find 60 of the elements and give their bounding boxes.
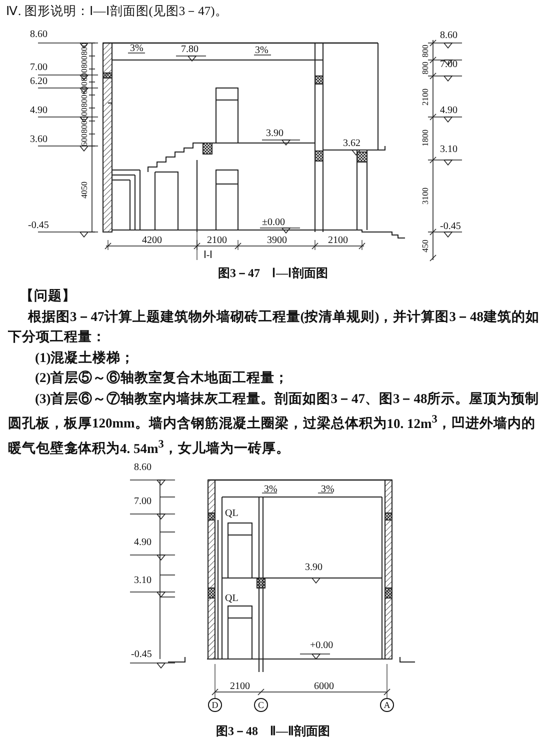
elevation-label: 8.60 [30, 30, 48, 40]
elevation-label: 7.00 [440, 60, 458, 70]
dimension-label: 2100 [420, 88, 430, 106]
slope-label: 3% [321, 485, 334, 495]
elevation-label: 3.10 [440, 145, 458, 155]
elevation-label: 3.90 [266, 129, 284, 139]
elevation-label: -0.45 [131, 650, 152, 660]
dimension-label: 4050 [80, 182, 88, 198]
slope-label: 3% [130, 44, 144, 54]
slope-label: 3% [264, 485, 278, 495]
elevation-label: 8.60 [134, 463, 152, 473]
elevation-label: 7.00 [30, 63, 48, 73]
dimension-label: 800 [80, 56, 88, 68]
section-mark: Ⅰ-Ⅰ [203, 251, 213, 261]
list-item: (1)混凝土楼梯； [34, 348, 136, 367]
dimension-label: 800 [80, 120, 88, 134]
dimension-label: 2100 [328, 236, 348, 246]
elevation-label: 3.10 [134, 576, 152, 586]
dimension-label: 800 [80, 68, 88, 82]
dimension-label: 450 [420, 240, 430, 252]
dimension-label: 6000 [314, 682, 334, 692]
axis-marker: A [380, 698, 394, 712]
elevation-label: +0.00 [310, 641, 334, 651]
elevation-label: 4.90 [30, 106, 48, 116]
elevation-label: 3.90 [305, 563, 322, 573]
dimension-label: 600 [80, 82, 88, 94]
axis-marker: C [254, 698, 268, 712]
elevation-label: 3.62 [343, 139, 360, 149]
dimension-label: 3900 [267, 236, 287, 246]
heading: Ⅳ. 图形说明：Ⅰ—Ⅰ剖面图(见图3－47)。 [6, 5, 228, 18]
dimension-label: 600 [80, 134, 88, 146]
dimension-label: 3100 [420, 188, 430, 204]
figure-caption: 图3－47 Ⅰ—Ⅰ剖面图 [218, 267, 328, 279]
dimension-label: 800 [420, 44, 430, 58]
elevation-label: -0.45 [28, 221, 49, 231]
heading: 【问题】 [19, 287, 77, 305]
beam-label: QL [225, 594, 238, 604]
elevation-label: 3.60 [30, 135, 48, 145]
list-item: (2)首层⑤～⑥轴教室复合木地面工程量； [34, 369, 290, 387]
elevation-label: 4.90 [134, 538, 152, 548]
dimension-label: 800 [80, 42, 88, 56]
axis-marker: D [208, 698, 222, 712]
elevation-label: 8.60 [440, 31, 458, 41]
beam-label: QL [225, 509, 238, 519]
dimension-label: 2100 [207, 236, 227, 246]
dimension-label: 1800 [420, 130, 430, 146]
elevation-label: 7.00 [134, 497, 152, 507]
list-item: (3)首层⑥～⑦轴教室内墙抹灰工程量。剖面如图3－47、图3－48所示。屋顶为预制圆孔板，板厚120mm。墙内含钢筋混凝土圈梁，过梁总体积为10. 12m$^{3}$，凹进外墙内的暖气包壁龛体积为4. 54m$^{3}$，女儿墙为一砖厚。 [8, 390, 540, 458]
elevation-label: ±0.00 [262, 218, 285, 228]
elevation-label: 6.20 [30, 77, 48, 87]
slope-label: 3% [255, 46, 268, 56]
elevation-label: -0.45 [440, 222, 461, 232]
elevation-label: 4.90 [440, 106, 458, 116]
dimension-label: 800 [80, 94, 88, 108]
dimension-label: 4200 [142, 236, 162, 246]
elevation-label: 7.80 [181, 45, 198, 55]
dimension-label: 800 [420, 62, 430, 74]
figure-caption: 图3－48 Ⅱ—Ⅱ剖面图 [216, 725, 330, 737]
dimension-label: 2100 [230, 682, 250, 692]
paragraph: 根据图3－47计算上题建筑物外墙砌砖工程量(按清单规则)，并计算图3－48建筑的如下分项工程量： [8, 308, 540, 346]
